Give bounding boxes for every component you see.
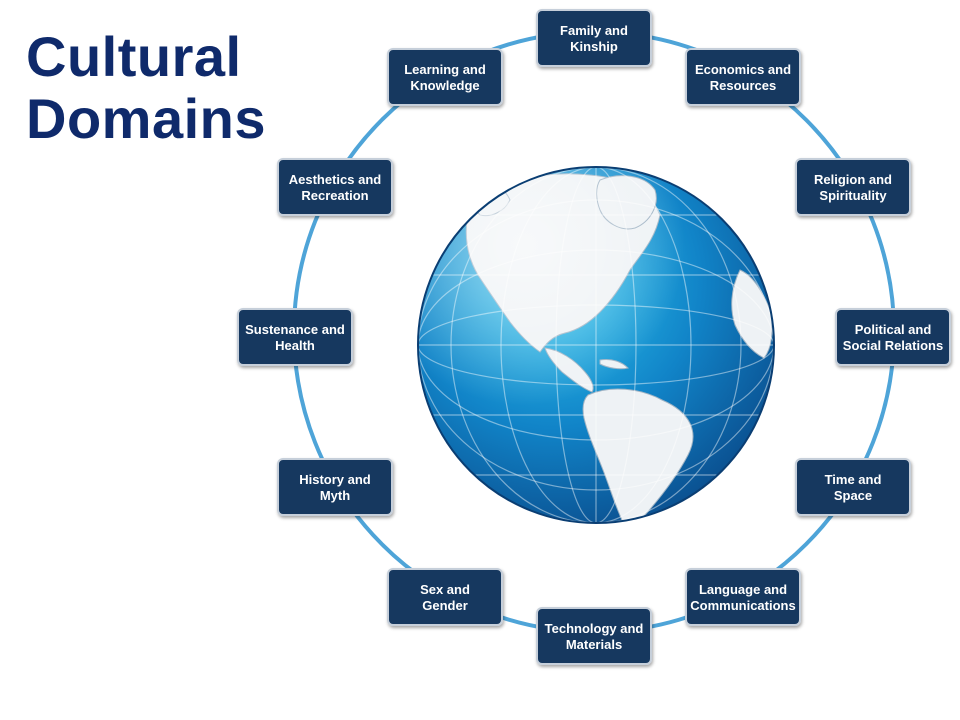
domain-box bbox=[387, 568, 503, 626]
domain-box bbox=[685, 568, 801, 626]
domain-label-line-2: Health bbox=[275, 338, 315, 353]
domain-label-line-2: Resources bbox=[710, 78, 776, 93]
domain-box bbox=[835, 308, 951, 366]
page-title: Cultural Domains bbox=[26, 26, 266, 150]
domain-box bbox=[795, 458, 911, 516]
domain-box bbox=[795, 158, 911, 216]
domain-label-line-1: Religion and bbox=[814, 172, 892, 187]
domain-label-line-2: Materials bbox=[566, 637, 622, 652]
domain-label-line-1: Language and bbox=[699, 582, 787, 597]
domain-label-line-1: Aesthetics and bbox=[289, 172, 382, 187]
domain-label-line-2: Recreation bbox=[301, 188, 368, 203]
domain-label-line-1: History and bbox=[299, 472, 371, 487]
domain-label-line-1: Time and bbox=[825, 472, 882, 487]
domain-label-line-2: Gender bbox=[422, 598, 468, 613]
domain-label-line-1: Economics and bbox=[695, 62, 791, 77]
domain-box bbox=[536, 607, 652, 665]
domain-label-line-1: Learning and bbox=[404, 62, 486, 77]
domain-box bbox=[237, 308, 353, 366]
domain-box bbox=[685, 48, 801, 106]
domain-label-line-2: Knowledge bbox=[410, 78, 479, 93]
domain-label-line-2: Social Relations bbox=[843, 338, 943, 353]
domain-label-line-2: Communications bbox=[690, 598, 795, 613]
title-line-1: Cultural bbox=[26, 25, 242, 88]
domain-box bbox=[277, 158, 393, 216]
domain-box bbox=[536, 9, 652, 67]
domain-box bbox=[277, 458, 393, 516]
domain-label-line-2: Kinship bbox=[570, 39, 618, 54]
domain-label-line-1: Sex and bbox=[420, 582, 470, 597]
domain-label-line-2: Myth bbox=[320, 488, 350, 503]
domain-label-line-2: Space bbox=[834, 488, 872, 503]
domain-label-line-1: Family and bbox=[560, 23, 628, 38]
globe-icon bbox=[417, 166, 775, 524]
domain-label-line-1: Sustenance and bbox=[245, 322, 345, 337]
domain-box bbox=[387, 48, 503, 106]
domain-label-line-2: Spirituality bbox=[819, 188, 887, 203]
domain-label-line-1: Technology and bbox=[545, 621, 644, 636]
domain-label-line-1: Political and bbox=[855, 322, 932, 337]
title-line-2: Domains bbox=[26, 87, 266, 150]
